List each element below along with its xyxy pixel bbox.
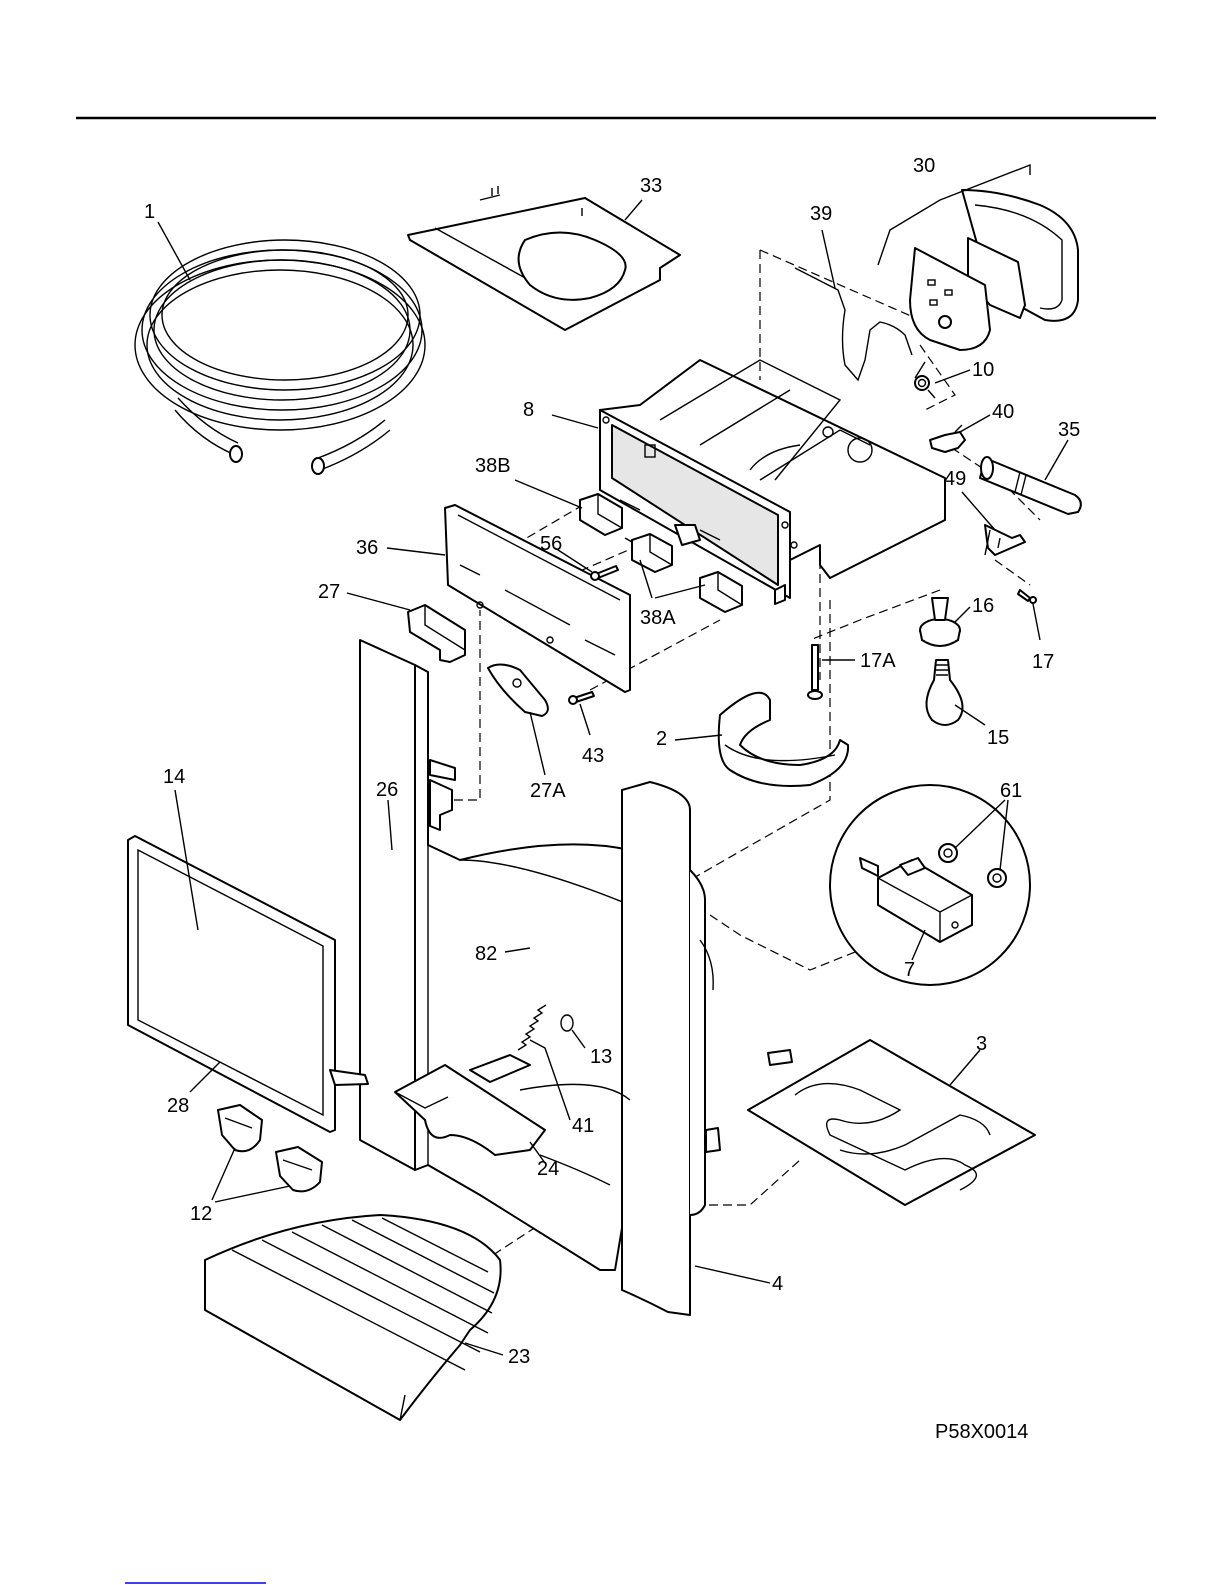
part-label-23: 23 [508, 1346, 530, 1368]
part-label-30: 30 [913, 155, 935, 177]
part-label-2: 2 [656, 728, 667, 750]
part-label-8: 8 [523, 399, 534, 421]
figure-code: P58X0014 [935, 1421, 1028, 1443]
part-label-24: 24 [537, 1158, 559, 1180]
chute-ring [719, 693, 848, 786]
part-label-38b: 38B [475, 455, 511, 477]
tubing-coil [135, 240, 425, 474]
part-label-40: 40 [992, 401, 1014, 423]
door-flap-assembly [910, 190, 1078, 350]
light-bulb [926, 660, 962, 725]
part-label-17: 17 [1032, 651, 1054, 673]
top-cover-plate [408, 186, 680, 330]
part-label-7: 7 [904, 959, 915, 981]
part-label-43: 43 [582, 745, 604, 767]
part-label-41: 41 [572, 1115, 594, 1137]
part-label-28: 28 [167, 1095, 189, 1117]
wire-actuator [795, 268, 912, 380]
part-label-10: 10 [972, 359, 994, 381]
part-label-26: 26 [376, 779, 398, 801]
shaft [980, 457, 1081, 514]
part-label-4: 4 [772, 1273, 783, 1295]
part-label-14: 14 [163, 766, 185, 788]
part-label-17a: 17A [860, 650, 896, 672]
heater-pad [748, 1040, 1035, 1205]
part-label-27a: 27A [530, 780, 566, 802]
part-label-39: 39 [810, 203, 832, 225]
part-label-82: 82 [475, 943, 497, 965]
part-label-1: 1 [144, 201, 155, 223]
part-label-61: 61 [1000, 780, 1022, 802]
part-label-27: 27 [318, 581, 340, 603]
part-label-12: 12 [190, 1203, 212, 1225]
part-label-13: 13 [590, 1046, 612, 1068]
switch-detail-inset [830, 785, 1030, 985]
lamp-socket [920, 598, 960, 646]
part-label-35: 35 [1058, 419, 1080, 441]
part-label-49: 49 [944, 468, 966, 490]
part-label-33: 33 [640, 175, 662, 197]
part-label-15: 15 [987, 727, 1009, 749]
pivot-pin [930, 425, 965, 452]
part-label-3: 3 [976, 1033, 987, 1055]
part-label-56: 56 [540, 533, 562, 555]
part-label-38a: 38A [640, 607, 676, 629]
part-label-16: 16 [972, 595, 994, 617]
torsion-spring [915, 362, 935, 398]
part-label-36: 36 [356, 537, 378, 559]
drip-tray-grille [205, 1215, 501, 1420]
clip-bracket [985, 525, 1025, 555]
control-panel-frame [128, 836, 368, 1132]
